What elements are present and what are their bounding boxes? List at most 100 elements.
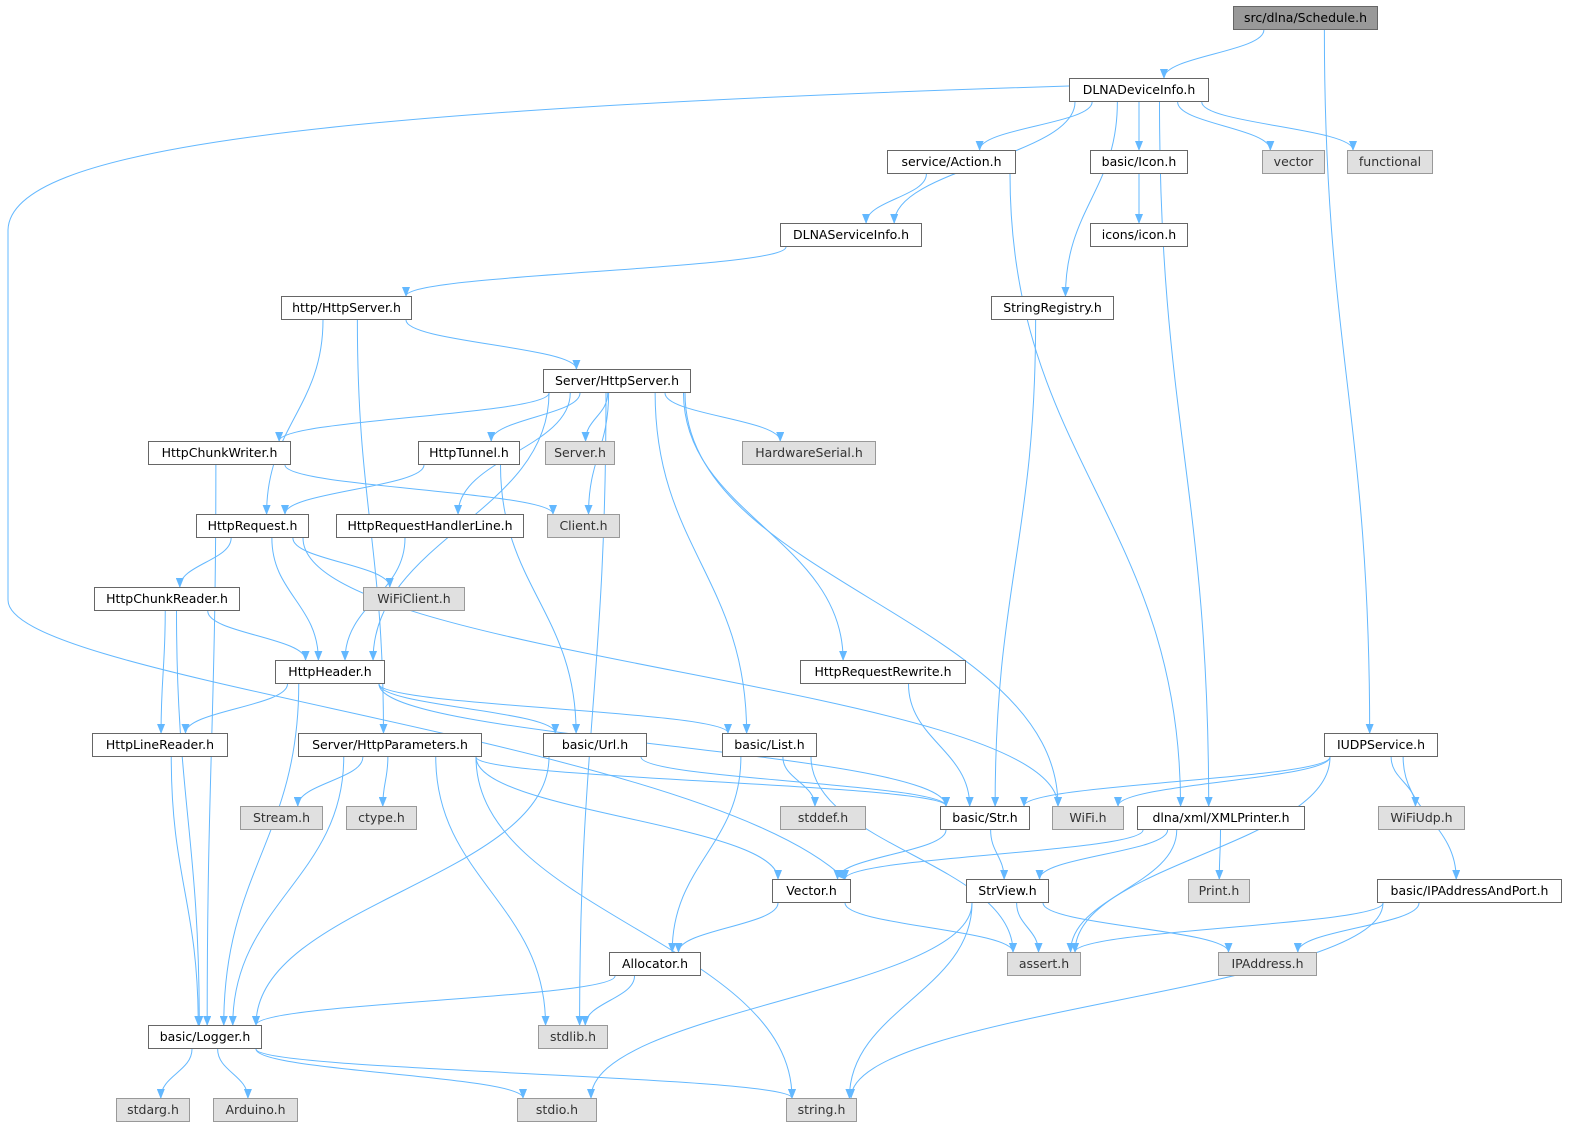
edge-header-to-logger — [219, 683, 300, 1026]
edge-header-to-list — [378, 683, 732, 734]
edge-schedule-to-iudp — [1323, 29, 1374, 734]
edge-ipport-to-string — [847, 902, 1384, 1099]
node-action[interactable]: service/Action.h — [887, 150, 1016, 174]
node-stdio: stdio.h — [517, 1098, 597, 1122]
edge-strview-to-assert — [1016, 902, 1043, 953]
edge-servinfo-to-httpserver — [402, 246, 787, 297]
edge-srvhttpserver-to-list — [654, 392, 751, 734]
node-params[interactable]: Server/HttpParameters.h — [298, 733, 482, 757]
node-strview[interactable]: StrView.h — [966, 879, 1049, 903]
edge-srvhttpserver-to-serverh — [581, 392, 609, 442]
node-stdlib: stdlib.h — [538, 1025, 608, 1049]
node-allocator[interactable]: Allocator.h — [609, 952, 701, 976]
edge-action-to-xmlprinter — [1009, 173, 1185, 807]
edge-url-to-str — [640, 756, 950, 807]
edge-tunnel-to-url — [500, 464, 581, 734]
edge-params-to-str — [475, 756, 950, 807]
node-linereader[interactable]: HttpLineReader.h — [92, 733, 228, 757]
node-chunkreader[interactable]: HttpChunkReader.h — [94, 587, 240, 611]
edge-devinfo-to-vectorh — [7, 85, 1070, 880]
node-iudp[interactable]: IUDPService.h — [1324, 733, 1438, 757]
edge-httpserver-to-request — [262, 319, 324, 515]
node-serverh: Server.h — [545, 441, 615, 465]
edge-schedule-to-devinfo — [1160, 29, 1265, 79]
node-rewrite[interactable]: HttpRequestRewrite.h — [800, 660, 966, 684]
edge-logger-to-string — [255, 1048, 796, 1099]
edge-srvhttpserver-to-tunnel — [487, 392, 581, 442]
node-ipport[interactable]: basic/IPAddressAndPort.h — [1377, 879, 1562, 903]
edge-iudp-to-str — [1020, 756, 1331, 807]
edge-chunkreader-to-logger — [176, 610, 204, 1026]
node-stream: Stream.h — [240, 806, 323, 830]
edge-action-to-servinfo — [862, 173, 927, 224]
edge-ipport-to-ipaddress — [1293, 902, 1420, 953]
edge-iudp-to-assert — [1071, 756, 1331, 953]
node-iconsicon[interactable]: icons/icon.h — [1090, 223, 1188, 247]
node-url[interactable]: basic/Url.h — [543, 733, 647, 757]
node-ipaddress: IPAddress.h — [1218, 952, 1317, 976]
node-strreg[interactable]: StringRegistry.h — [991, 296, 1114, 320]
edge-request-to-wificlient — [292, 537, 394, 588]
edge-xmlprinter-to-vectorh — [841, 829, 1144, 880]
node-wificlient: WiFiClient.h — [363, 587, 465, 611]
node-string: string.h — [786, 1098, 857, 1122]
edge-url-to-logger — [252, 756, 550, 1026]
node-logger[interactable]: basic/Logger.h — [148, 1025, 262, 1049]
edge-strview-to-stdio — [587, 902, 973, 1099]
edge-list-to-stddef — [782, 756, 819, 807]
edge-xmlprinter-to-print — [1215, 829, 1224, 880]
node-servinfo[interactable]: DLNAServiceInfo.h — [780, 223, 922, 247]
node-tunnel[interactable]: HttpTunnel.h — [418, 441, 520, 465]
node-srvhttpserver[interactable]: Server/HttpServer.h — [543, 369, 691, 393]
edge-list-to-assert — [810, 756, 1017, 953]
node-list[interactable]: basic/List.h — [722, 733, 817, 757]
edge-vectorh-to-assert — [844, 902, 1017, 953]
node-xmlprinter[interactable]: dlna/xml/XMLPrinter.h — [1137, 806, 1305, 830]
node-schedule[interactable]: src/dlna/Schedule.h — [1233, 6, 1378, 30]
node-stddef: stddef.h — [780, 806, 866, 830]
node-str[interactable]: basic/Str.h — [940, 806, 1030, 830]
node-icon[interactable]: basic/Icon.h — [1090, 150, 1188, 174]
edge-vectorh-to-allocator — [674, 902, 779, 953]
edge-request-to-chunkreader — [175, 537, 232, 588]
node-header[interactable]: HttpHeader.h — [275, 660, 385, 684]
edge-srvhttpserver-to-chunkwriter — [275, 392, 550, 442]
edge-srvhttpserver-to-wifi — [684, 392, 1062, 807]
edge-strview-to-ipaddress — [1042, 902, 1233, 953]
node-functional: functional — [1347, 150, 1433, 174]
node-chunkwriter[interactable]: HttpChunkWriter.h — [148, 441, 291, 465]
edge-str-to-vectorh — [833, 829, 947, 880]
node-client: Client.h — [547, 514, 620, 538]
edge-srvhttpserver-to-rewrite — [683, 392, 848, 661]
edge-rewrite-to-str — [908, 683, 974, 807]
edge-params-to-stdlib — [435, 756, 550, 1026]
edge-chunkwriter-to-client — [284, 464, 557, 515]
edge-ipport-to-assert — [1071, 902, 1384, 953]
node-handlerline[interactable]: HttpRequestHandlerLine.h — [336, 514, 524, 538]
edge-header-to-url — [378, 683, 560, 734]
edge-devinfo-to-functional — [1201, 101, 1357, 151]
node-hwserial: HardwareSerial.h — [742, 441, 876, 465]
edge-devinfo-to-action — [975, 101, 1093, 151]
node-vectorh[interactable]: Vector.h — [772, 879, 851, 903]
node-assert: assert.h — [1007, 952, 1081, 976]
edge-logger-to-stdarg — [156, 1048, 193, 1099]
node-ctype: ctype.h — [346, 806, 417, 830]
edge-httpserver-to-srvhttpserver — [405, 319, 581, 370]
edge-chunkreader-to-linereader — [157, 610, 166, 734]
edge-params-to-vectorh — [475, 756, 782, 880]
node-devinfo[interactable]: DLNADeviceInfo.h — [1069, 78, 1209, 102]
edge-params-to-stream — [293, 756, 364, 807]
edge-devinfo-to-strreg — [1061, 101, 1118, 297]
edge-chunkreader-to-header — [207, 610, 310, 661]
node-request[interactable]: HttpRequest.h — [196, 514, 309, 538]
edge-request-to-header — [271, 537, 323, 661]
node-wifiudp: WiFiUdp.h — [1378, 806, 1465, 830]
edge-srvhttpserver-to-hwserial — [664, 392, 785, 442]
edge-logger-to-arduino — [217, 1048, 252, 1099]
node-arduino: Arduino.h — [213, 1098, 298, 1122]
edge-strreg-to-str — [991, 319, 1037, 807]
node-httpserver[interactable]: http/HttpServer.h — [281, 296, 412, 320]
